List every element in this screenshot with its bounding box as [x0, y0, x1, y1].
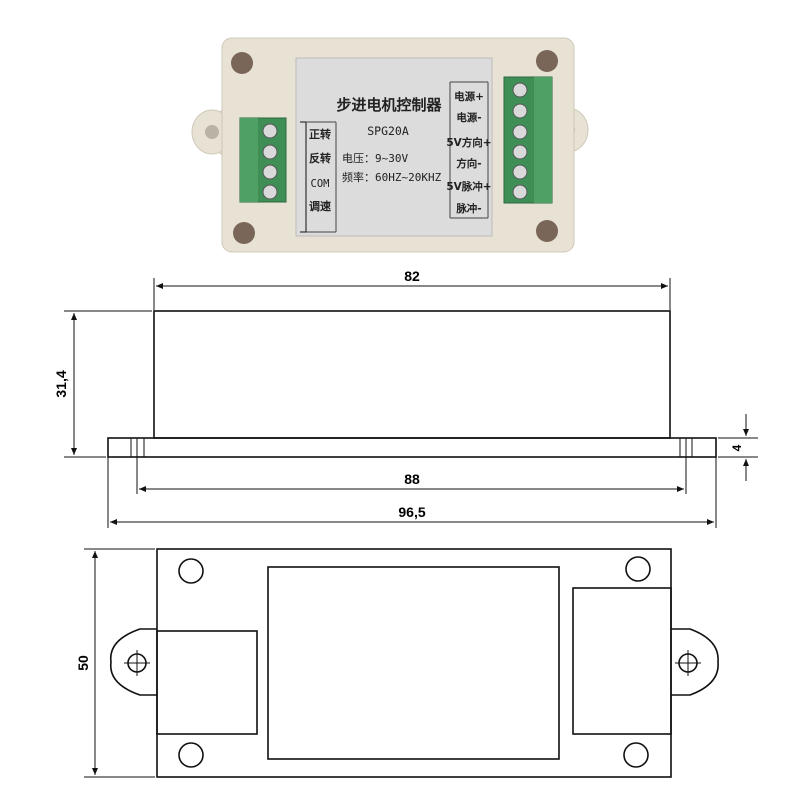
dim-overall-width: 96,5	[398, 504, 425, 520]
controller-photo: 步进电机控制器 SPG20A 电压：9~30V 频率：60HZ~20KHZ 正转…	[191, 37, 589, 253]
corner-hole	[178, 742, 204, 768]
corner-hole	[536, 220, 558, 242]
right-terminal-block	[503, 76, 553, 204]
left-terminal-area	[156, 630, 258, 735]
left-terminal-label: COM	[311, 178, 330, 190]
right-terminal-area	[572, 587, 672, 735]
left-terminal-label: 调速	[309, 199, 331, 213]
side-view-drawing: 82 31,4 4 88 96,5	[53, 268, 758, 528]
dim-top-width: 82	[404, 268, 420, 284]
right-terminal-label: 方向-	[456, 157, 481, 170]
corner-hole	[623, 742, 649, 768]
top-view-drawing: 50	[75, 548, 719, 778]
dim-hole-spacing: 88	[404, 471, 420, 487]
corner-hole	[536, 50, 558, 72]
label-plate	[295, 57, 493, 237]
voltage-spec: 电压：9~30V	[342, 152, 408, 165]
left-terminal-label: 反转	[309, 151, 331, 165]
right-terminal-label: 5V方向+	[446, 136, 491, 149]
label-area	[267, 566, 560, 760]
product-title: 步进电机控制器	[336, 96, 442, 114]
right-terminal-label: 电源-	[456, 111, 481, 124]
corner-hole	[231, 52, 253, 74]
right-terminal-label: 脉冲-	[455, 202, 481, 215]
left-terminal-label: 正转	[309, 127, 331, 141]
corner-hole	[625, 556, 651, 582]
frequency-spec: 频率：60HZ~20KHZ	[342, 170, 442, 184]
top-body	[156, 548, 672, 778]
left-mount-ear	[109, 628, 157, 696]
dim-depth: 50	[75, 655, 91, 671]
dim-flange-thickness: 4	[730, 444, 744, 451]
dim-height: 31,4	[53, 370, 69, 397]
side-body	[153, 310, 671, 439]
product-model: SPG20A	[367, 124, 409, 138]
right-terminal-label: 5V脉冲+	[446, 180, 491, 193]
right-terminal-label: 电源+	[454, 90, 484, 103]
corner-hole	[233, 222, 255, 244]
corner-hole	[178, 558, 204, 584]
side-flange	[107, 437, 717, 458]
left-terminal-block	[239, 117, 287, 203]
right-mount-ear	[671, 628, 719, 696]
